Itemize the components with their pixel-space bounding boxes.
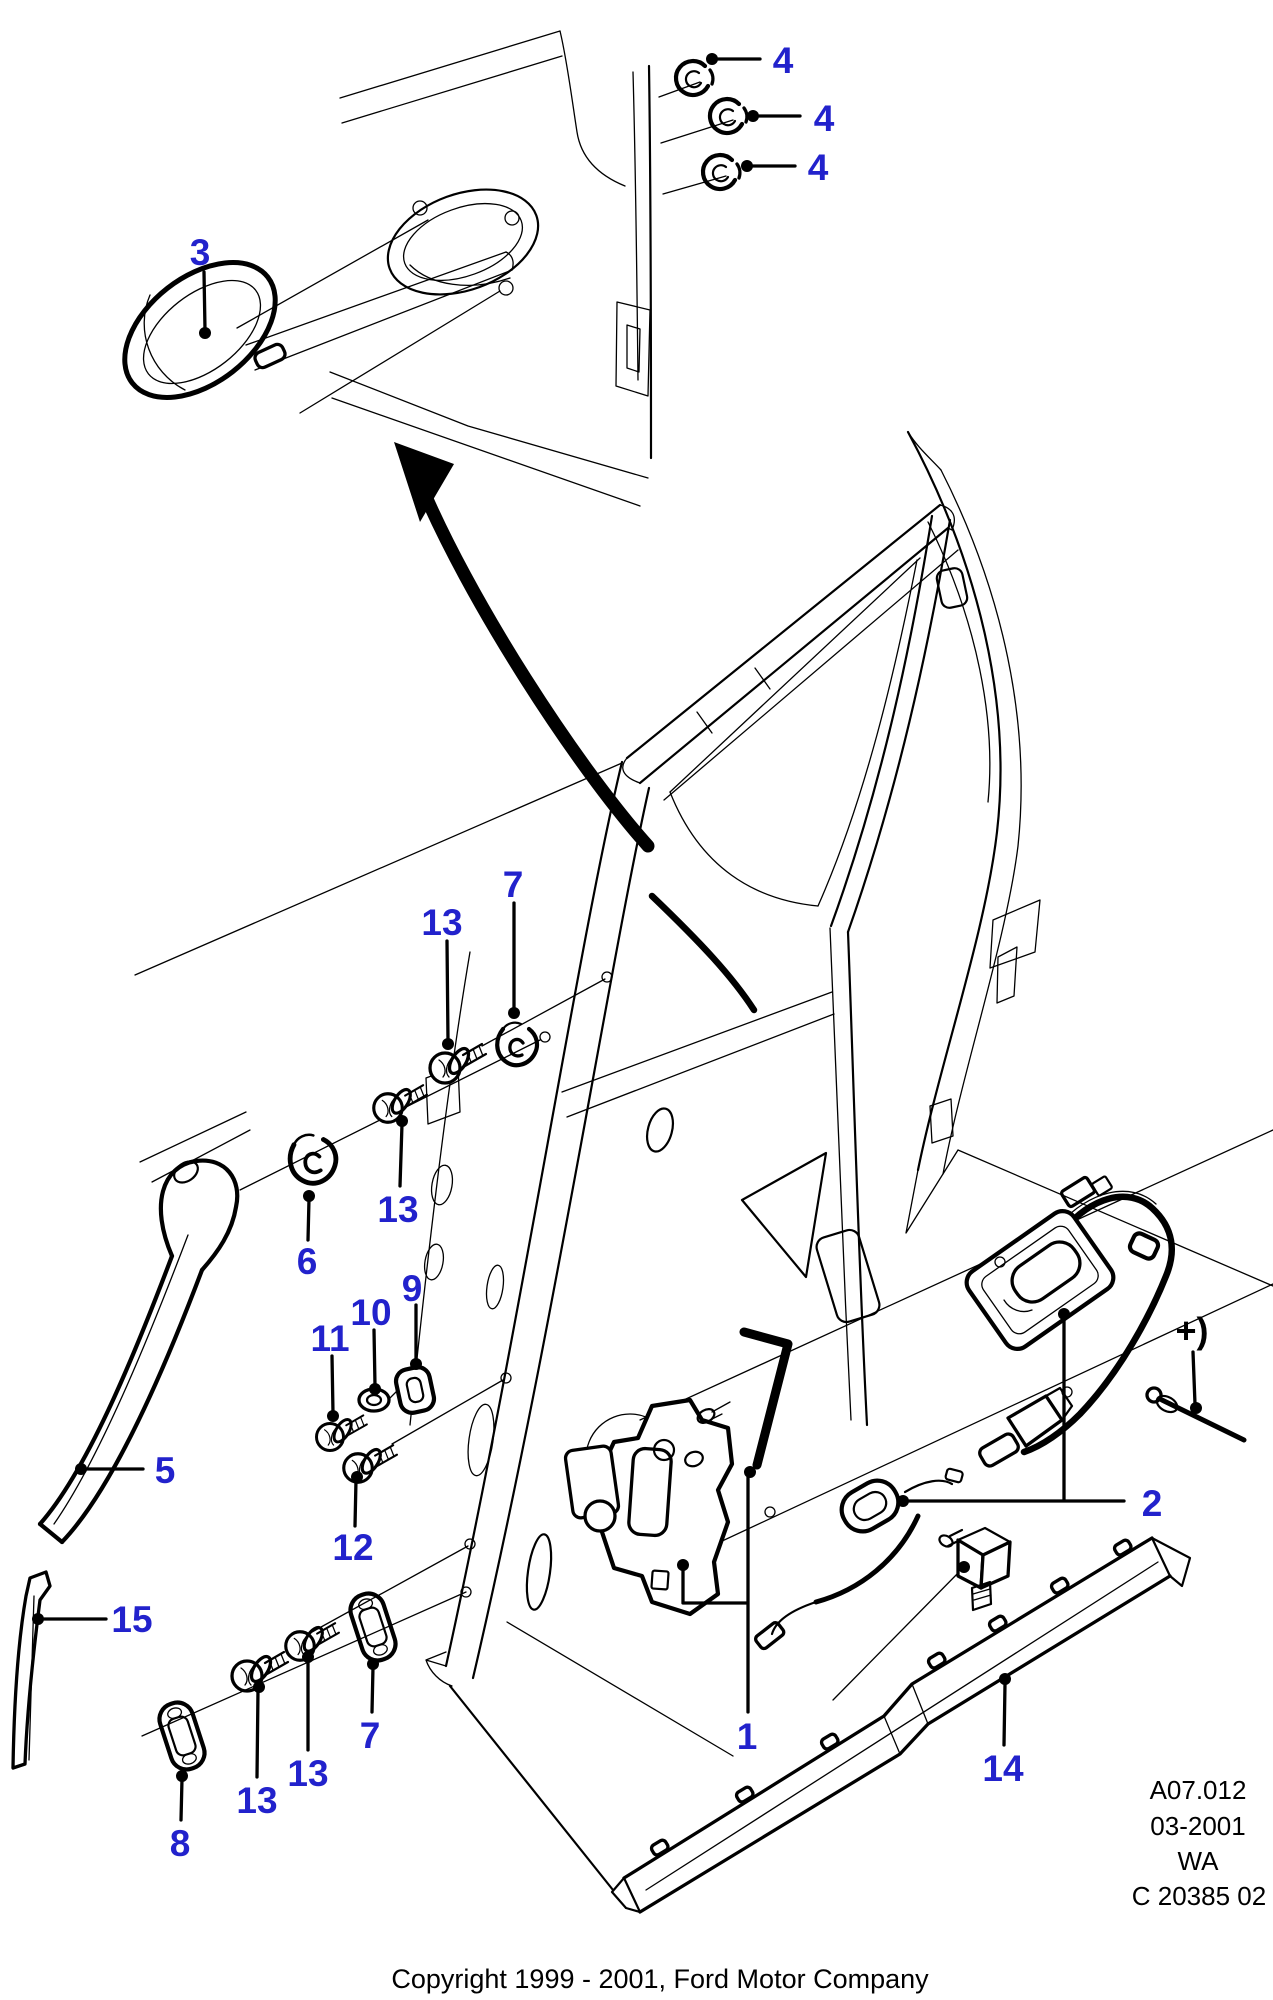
callout-13-top[interactable]: 13 <box>421 902 462 943</box>
latch-cable-and-gasket <box>754 1467 1012 1651</box>
callout-13-bottom-right[interactable]: 13 <box>287 1753 328 1794</box>
part-15-corner-strip <box>11 1570 52 1770</box>
callout-4-lower[interactable]: 4 <box>808 147 829 188</box>
callout-labels: 4 4 4 3 7 13 6 13 9 10 11 12 5 15 8 13 1… <box>111 40 1208 1864</box>
ref-line-date: 03-2001 <box>1150 1811 1245 1841</box>
callout-4-upper[interactable]: 4 <box>773 40 794 81</box>
callout-7-top[interactable]: 7 <box>503 864 524 905</box>
ref-line-catalog-section: A07.012 <box>1150 1775 1247 1805</box>
callout-8[interactable]: 8 <box>170 1823 191 1864</box>
ref-line-drawing-number: C 20385 02 <box>1132 1881 1266 1911</box>
part-5-pillar-trim <box>37 1158 240 1545</box>
leader-lines <box>32 53 1202 1822</box>
part-6-hook-clip <box>286 1131 340 1187</box>
part-11-screw <box>315 1413 369 1452</box>
callout-15[interactable]: 15 <box>111 1599 152 1640</box>
plus-note: +) <box>1175 1310 1208 1351</box>
copyright-line: Copyright 1999 - 2001, Ford Motor Compan… <box>391 1964 929 1994</box>
part-4-clips <box>676 61 747 189</box>
part-3-door-pull-cup <box>122 219 514 414</box>
callout-5[interactable]: 5 <box>155 1450 176 1491</box>
part-1-latch-assembly <box>563 1327 793 1617</box>
part-9-grommet <box>393 1365 437 1415</box>
callout-7-bottom[interactable]: 7 <box>360 1715 381 1756</box>
callout-14[interactable]: 14 <box>982 1748 1024 1789</box>
callout-12[interactable]: 12 <box>332 1527 373 1568</box>
projection-lines <box>141 978 606 1737</box>
part-7-bottom-bracket <box>346 1589 399 1664</box>
callout-1[interactable]: 1 <box>737 1716 758 1757</box>
body-c-pillar <box>905 430 1041 1234</box>
callout-9[interactable]: 9 <box>402 1268 423 1309</box>
callout-3[interactable]: 3 <box>190 232 211 273</box>
upper-door-section <box>329 30 734 507</box>
ref-line-market: WA <box>1178 1846 1220 1876</box>
callout-13-bottom-left[interactable]: 13 <box>236 1780 277 1821</box>
reference-block: A07.012 03-2001 WA C 20385 02 <box>1132 1775 1266 1911</box>
callout-6[interactable]: 6 <box>297 1241 318 1282</box>
callout-11[interactable]: 11 <box>310 1318 349 1359</box>
callout-10[interactable]: 10 <box>350 1292 391 1333</box>
part-2-inner-handle <box>964 1175 1175 1468</box>
plus-note-pin <box>1145 1386 1247 1443</box>
part-14-sill-molding <box>610 1536 1192 1914</box>
callout-2[interactable]: 2 <box>1142 1483 1163 1524</box>
direction-arrow <box>394 442 655 853</box>
floor-plane-lines <box>506 1129 1273 1757</box>
callout-4-middle[interactable]: 4 <box>814 98 835 139</box>
callout-13-mid[interactable]: 13 <box>377 1189 418 1230</box>
